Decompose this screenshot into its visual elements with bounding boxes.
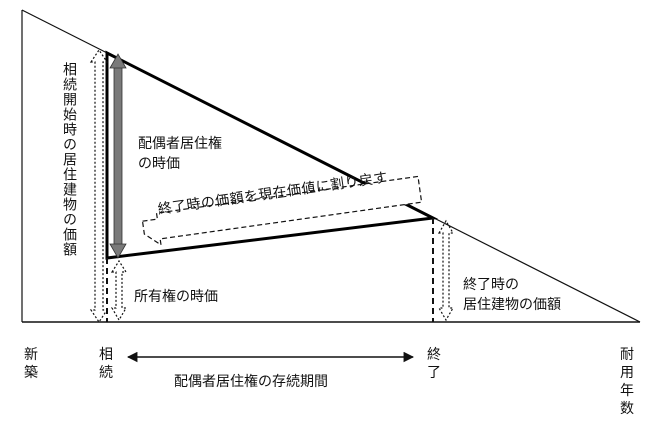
spouse-right-region — [105, 50, 439, 260]
axis-end-label: 終了 — [427, 347, 441, 381]
axis-new-label: 新築 — [24, 347, 38, 381]
initial-value-label: 相続開始時の居住建物の価額 — [61, 62, 77, 257]
end-value-arrow — [437, 219, 455, 322]
initial-value-arrow — [89, 48, 109, 324]
ownership-arrow — [110, 259, 128, 322]
ownership-label: 所有権の時価 — [134, 289, 218, 305]
period-label: 配偶者居住権の存続期間 — [174, 374, 328, 390]
axis-inheritance-label: 相続 — [99, 347, 113, 381]
axis-lifespan-label: 耐用年数 — [620, 347, 634, 417]
discount-arrow — [141, 175, 423, 247]
end-value-label: 終了時の 居住建物の価額 — [463, 277, 561, 313]
spouse-right-arrow — [109, 53, 127, 259]
spouse-right-label: 配偶者居住権 の時価 — [138, 136, 222, 172]
